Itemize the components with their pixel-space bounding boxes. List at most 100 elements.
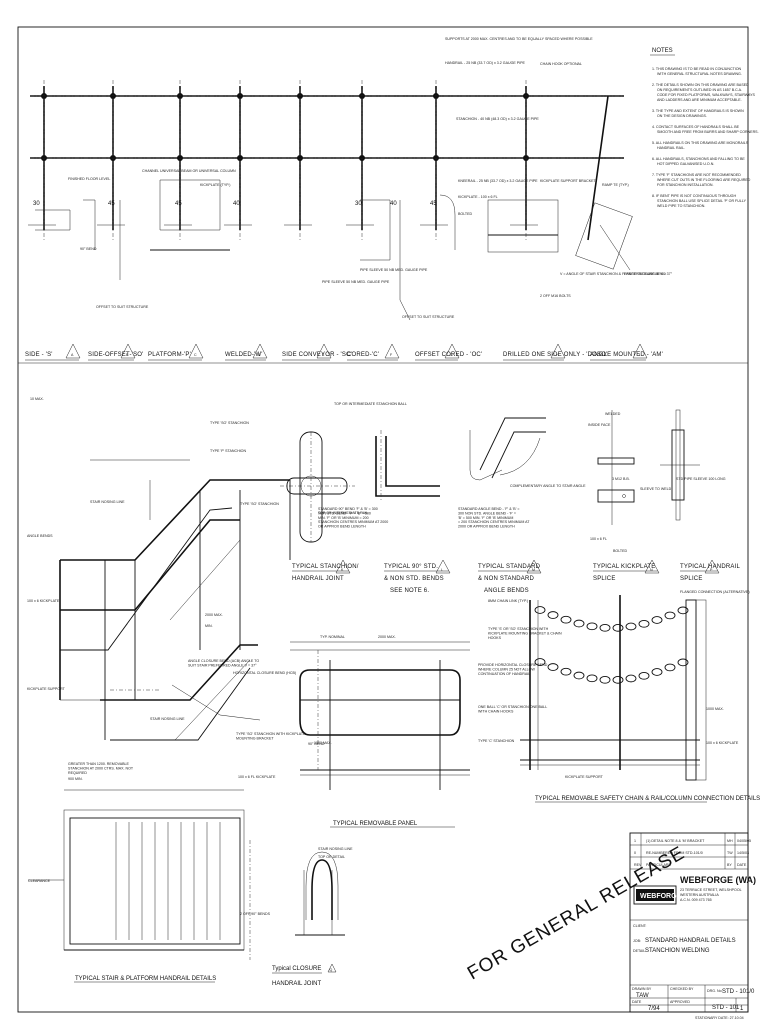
note-item: 5. ALL HANDRAILS ON THIS DRAWING ARE MON… xyxy=(652,141,749,150)
chain-link xyxy=(664,663,676,672)
caption-closure-1: Typical CLOSURE xyxy=(272,966,321,972)
note-text: 7. TYPE 'F' STANCHIONS ARE NOT RECOMMEND… xyxy=(652,173,751,187)
mid-callout: STD PIPE SLEEVE 100 LONG xyxy=(676,477,726,481)
mid-callout-text: CLEARANCE xyxy=(28,879,51,883)
mid-callout: 1000 MAX. xyxy=(706,707,724,711)
date-label: DATE xyxy=(632,1000,642,1004)
detail-marker xyxy=(704,559,720,574)
chain-link xyxy=(599,675,611,684)
rev-number: 1 xyxy=(740,1006,744,1012)
detail-line2: & NON STANDARD xyxy=(478,576,534,582)
callout-preferred: PREFERRED ANGLE V = 37° xyxy=(624,272,673,276)
detail-line2: & NON STD. BENDS xyxy=(384,576,444,582)
dim-label: 40 xyxy=(233,201,240,207)
note-text: 6. ALL HANDRAILS, STANCHIONS AND FALLING… xyxy=(652,157,745,166)
mid-callout-text: HORIZONTAL CLOSURE BEND (HCB) xyxy=(233,671,296,675)
dim-label: 45 xyxy=(108,201,115,207)
rev-id: REV xyxy=(634,863,642,867)
mid-callout-text: 1000 MAX. xyxy=(314,741,332,745)
mid-callout-text: ANGLE BENDS xyxy=(27,534,53,538)
section-tag: D xyxy=(258,353,261,357)
callout-kickplate-typ: KICKPLATE (TYP.) xyxy=(200,183,230,187)
caption-closure-2: HANDRAIL JOINT xyxy=(272,981,321,987)
mid-callout-text: 2000 MAX. xyxy=(378,635,396,639)
rev-id: 1 xyxy=(634,839,636,843)
mid-callout-text: 100 x 6 KICKPLATE xyxy=(706,741,739,745)
callout-chain-hook: CHAIN HOOK OPTIONAL xyxy=(540,62,582,66)
section-marker xyxy=(550,343,566,359)
approved-label: APPROVED xyxy=(670,1000,690,1004)
mid-callout: STAIR NOSING LINE xyxy=(318,847,353,851)
detail-line2: SPLICE xyxy=(680,576,703,582)
detail-line2: SPLICE xyxy=(593,576,616,582)
top-elevation xyxy=(28,80,633,321)
note-text: 5. ALL HANDRAILS ON THIS DRAWING ARE MON… xyxy=(652,141,749,150)
mid-callout: 10 MAX. xyxy=(30,397,44,401)
mid-callout: KICKPLATE SUPPORT xyxy=(565,775,604,779)
sheet-border xyxy=(17,26,749,1013)
note-item: 4. CONTACT SURFACES OF HANDRAILS SHALL B… xyxy=(652,125,759,134)
detail-line1: TYPICAL KICKPLATE xyxy=(593,564,655,570)
callout-offset-1: OFFSET TO SUIT STRUCTURE xyxy=(96,305,149,309)
mid-callout: STAIR NOSING LINE xyxy=(150,717,185,721)
chain-link xyxy=(625,674,637,683)
section-label-b: SIDE-OFFSET-'SO'B xyxy=(88,343,143,361)
mid-callout: FLANGED CONNECTION (ALTERNATIVE) xyxy=(680,590,750,594)
mid-callout-text: MIN. xyxy=(205,624,213,628)
chain-link xyxy=(638,671,650,680)
detail-marker xyxy=(335,559,351,574)
detail-tag: P xyxy=(710,568,713,572)
address-1: 23 TERRACE STREET, WELSHPOOL xyxy=(680,888,742,892)
date-value: 7/94 xyxy=(648,1006,660,1012)
mid-callout-text: STD PIPE SLEEVE 100 LONG xyxy=(676,477,726,481)
mid-callout-text: STAIR NOSING LINE xyxy=(318,847,353,851)
mid-callout: 2000 MAX. xyxy=(378,635,396,639)
detail-line2: HANDRAIL JOINT xyxy=(292,576,344,582)
callout-offset-2: OFFSET TO SUIT STRUCTURE xyxy=(402,315,455,319)
mid-callout: COMPLEMENTARY ANGLE TO STAIR ANGLE xyxy=(510,484,586,488)
section-tag: J xyxy=(638,353,640,357)
mid-callout-text: 2 OFF 90° BENDS xyxy=(240,912,271,916)
mid-callout: TYPE 'SO' STANCHION xyxy=(210,421,249,425)
mid-callout: 100 x 6 FL xyxy=(590,537,607,541)
chain-link xyxy=(651,616,663,624)
section-text: WELDED-'W' xyxy=(225,352,263,358)
section-text: OFFSET CORED - 'OC' xyxy=(415,352,482,358)
job-title: STANDARD HANDRAIL DETAILS xyxy=(645,938,736,944)
footer-date: STATIONARY DATE: 27.10.04 xyxy=(695,1016,744,1020)
top-callouts: SUPPORTS AT 2000 MAX. CENTRES AND TO BE … xyxy=(68,37,673,319)
dim-label: 45 xyxy=(175,201,182,207)
detail-tag: K xyxy=(341,568,344,572)
chain-link xyxy=(560,667,572,676)
mid-callout-text: KICKPLATE SUPPORT xyxy=(27,687,66,691)
section-label-j: ANGLE MOUNTED - 'AM'J xyxy=(590,343,663,361)
callout-ramp: RAMP TE (TYP.) xyxy=(602,183,629,187)
mid-callout: STAIR NOSING LINE xyxy=(90,500,125,504)
chain-link xyxy=(677,658,689,667)
mid-callout-text: BOLTED xyxy=(613,549,628,553)
section-tag: A xyxy=(71,353,74,357)
caption-stair-platform: TYPICAL STAIR & PLATFORM HANDRAIL DETAIL… xyxy=(75,976,216,982)
rev-by: TW xyxy=(727,851,733,855)
chain-link xyxy=(664,611,676,620)
section-label-h: DRILLED ONE SIDE ONLY - 'DOSO'H xyxy=(503,343,607,361)
mid-callout-text: WELDED xyxy=(605,412,621,416)
chain-link xyxy=(547,663,559,671)
mid-callout: ANGLE BENDS xyxy=(27,534,53,538)
mid-callout-text: 100 x 6 FL KICKPLATE xyxy=(238,775,276,779)
detail-line1: TYPICAL 90° STD. xyxy=(384,564,438,570)
rev-by: MH xyxy=(727,839,733,843)
mid-callout-text: STAIR NOSING LINE xyxy=(90,500,125,504)
closure-drawing xyxy=(295,851,345,936)
drg-old: STD - 101/0 xyxy=(722,989,755,995)
note-text: 4. CONTACT SURFACES OF HANDRAILS SHALL B… xyxy=(652,125,759,134)
detail-marker xyxy=(644,559,660,574)
callout-kickplate-support: KICKPLATE SUPPORT BRACKET xyxy=(540,179,597,183)
